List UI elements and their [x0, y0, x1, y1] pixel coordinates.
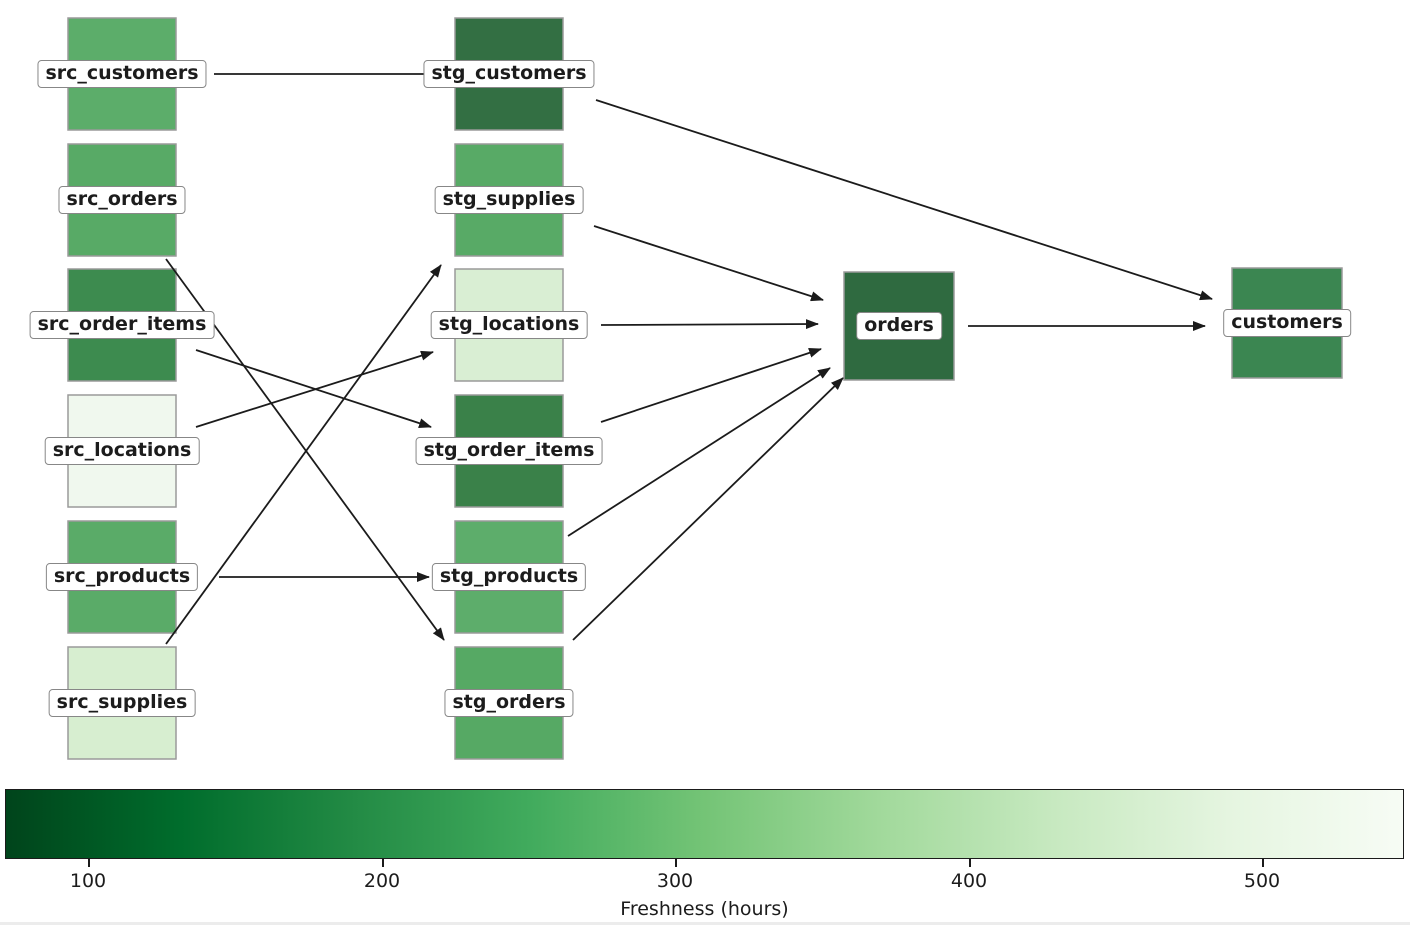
node-label-src_supplies: src_supplies: [48, 689, 196, 717]
colorbar-tick-label-300: 300: [656, 870, 694, 892]
node-label-src_customers: src_customers: [37, 60, 207, 88]
edge-stg_orders-to-orders: [572, 377, 844, 641]
node-label-stg_order_items: stg_order_items: [415, 437, 603, 465]
node-label-src_order_items: src_order_items: [29, 311, 215, 339]
node-label-stg_products: stg_products: [431, 563, 587, 591]
colorbar-tick-mark-100: [88, 859, 90, 867]
node-label-src_orders: src_orders: [58, 186, 186, 214]
node-label-stg_customers: stg_customers: [423, 60, 595, 88]
edge-stg_supplies-to-orders: [593, 225, 824, 302]
colorbar-tick-mark-300: [675, 859, 677, 867]
colorbar-tick-mark-500: [1262, 859, 1264, 867]
edge-src_order_items-to-stg_order_items: [195, 349, 432, 429]
edge-stg_products-to-orders: [567, 367, 831, 537]
edge-stg_customers-to-customers: [595, 99, 1213, 301]
edge-src_locations-to-stg_locations: [195, 350, 434, 428]
node-label-orders: orders: [856, 312, 942, 340]
edge-src_supplies-to-stg_supplies: [165, 264, 442, 645]
colorbar-tick-mark-400: [969, 859, 971, 867]
node-label-src_products: src_products: [45, 563, 199, 591]
colorbar-tick-label-500: 500: [1243, 870, 1281, 892]
node-label-src_locations: src_locations: [44, 437, 200, 465]
colorbar-tick-label-200: 200: [363, 870, 401, 892]
edge-stg_locations-to-orders: [600, 319, 819, 330]
colorbar-axis-label: Freshness (hours): [620, 898, 789, 920]
colorbar-tick-label-400: 400: [950, 870, 988, 892]
node-label-customers: customers: [1223, 309, 1351, 337]
colorbar-tick-label-100: 100: [69, 870, 107, 892]
dag-canvas: [67, 17, 1343, 760]
figure-bottom-edge: [0, 922, 1410, 925]
freshness-colorbar: [5, 789, 1404, 859]
edge-stg_order_items-to-orders: [600, 348, 822, 423]
node-label-stg_supplies: stg_supplies: [434, 186, 584, 214]
colorbar-tick-mark-200: [382, 859, 384, 867]
node-label-stg_locations: stg_locations: [430, 311, 588, 339]
node-label-stg_orders: stg_orders: [444, 689, 574, 717]
